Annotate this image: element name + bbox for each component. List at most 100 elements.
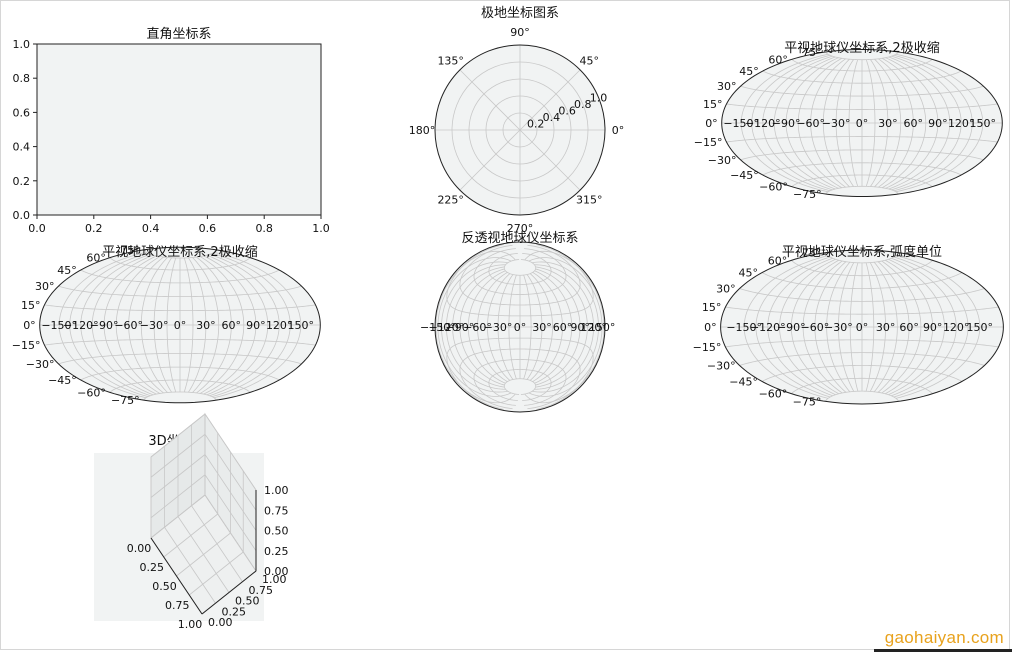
parallel-gridline bbox=[791, 174, 933, 187]
lat-tick-label: 75° bbox=[120, 244, 140, 257]
lon-tick-label: −30° bbox=[484, 321, 513, 334]
lon-tick-label: 0° bbox=[856, 117, 869, 130]
back-gridline-z bbox=[204, 413, 257, 491]
polar-axes: 极地坐标图系0°45°90°135°180°225°270°315°0.20.4… bbox=[409, 6, 625, 235]
theta-tick-label: 45° bbox=[580, 55, 600, 68]
theta-tick-label: 90° bbox=[510, 26, 530, 39]
lon-tick-label: −120° bbox=[429, 321, 465, 334]
y-tick-label: 0.2 bbox=[13, 175, 31, 188]
lat-tick-label: 15° bbox=[21, 299, 41, 312]
back-gridline-z bbox=[204, 454, 257, 531]
lon-tick-label: 0° bbox=[856, 321, 869, 334]
chart-title: 平视地球仪坐标系,2极收缩 bbox=[102, 244, 257, 260]
lat-tick-label: −75° bbox=[793, 188, 822, 201]
theta-tick-label: 270° bbox=[507, 222, 534, 235]
x-tick-label: 1.00 bbox=[178, 618, 203, 631]
map-spine bbox=[434, 241, 606, 413]
back-gridline-z bbox=[204, 434, 257, 511]
polar-spine bbox=[434, 44, 606, 216]
theta-tick-label: 225° bbox=[437, 193, 464, 206]
r-tick-label: 0.4 bbox=[543, 111, 561, 124]
x-tick-label: 0.00 bbox=[127, 542, 152, 555]
lambert-axes: 反透视地球仪坐标系−150°−120°−90°−60°−30°0°30°60°9… bbox=[420, 231, 616, 413]
lon-tick-label: −120° bbox=[750, 321, 786, 334]
theta-tick-label: 315° bbox=[576, 193, 603, 206]
lat-tick-label: −75° bbox=[111, 394, 140, 407]
parallel-gridline bbox=[143, 391, 217, 401]
lon-tick-label: −150° bbox=[723, 117, 759, 130]
lat-tick-label: 60° bbox=[768, 254, 788, 267]
hammer-axes-bottom: 平视地球仪坐标系,2极收缩−150°−120°−90°−60°−30°0°30°… bbox=[12, 244, 321, 407]
lat-tick-label: 0° bbox=[23, 319, 36, 332]
chart-title: 平视地球仪坐标系,2极收缩 bbox=[784, 40, 939, 56]
theta-tick-label: 0° bbox=[612, 124, 625, 137]
parallel-gridline bbox=[488, 253, 552, 285]
y-tick-label: 0.4 bbox=[13, 141, 31, 154]
lon-tick-label: 60° bbox=[904, 117, 924, 130]
lat-tick-label: 30° bbox=[717, 80, 737, 93]
lat-tick-label: 60° bbox=[768, 53, 788, 66]
parallel-gridline bbox=[459, 348, 581, 410]
chart-title: 极地坐标图系 bbox=[481, 6, 559, 21]
angular-gridline bbox=[459, 69, 521, 131]
parallel-gridline bbox=[740, 85, 984, 97]
lon-tick-label: −60° bbox=[801, 321, 830, 334]
map-spine bbox=[39, 246, 321, 404]
lat-tick-label: 15° bbox=[702, 301, 722, 314]
lon-tick-label: 90° bbox=[928, 117, 948, 130]
lat-tick-label: −60° bbox=[759, 181, 788, 194]
x-tick-label: 0.25 bbox=[140, 561, 165, 574]
angular-gridline bbox=[459, 129, 521, 191]
side-gridline-z bbox=[150, 433, 206, 478]
lon-tick-label: 120° bbox=[266, 319, 293, 332]
lon-tick-label: −60° bbox=[114, 319, 143, 332]
parallel-gridline bbox=[80, 366, 280, 381]
parallel-gridline bbox=[503, 259, 537, 276]
lat-tick-label: −15° bbox=[12, 339, 41, 352]
lat-tick-label: −60° bbox=[759, 388, 788, 401]
parallel-gridline bbox=[825, 390, 899, 402]
lon-tick-label: −120° bbox=[63, 319, 99, 332]
lon-tick-label: −90° bbox=[446, 321, 475, 334]
lat-tick-label: 15° bbox=[703, 98, 723, 111]
parallel-gridline bbox=[446, 243, 594, 317]
lon-tick-label: −90° bbox=[777, 321, 806, 334]
y-tick-label: 0.50 bbox=[235, 595, 260, 608]
parallel-gridline bbox=[762, 70, 962, 84]
lon-tick-label: 150° bbox=[970, 117, 997, 130]
lon-tick-label: 150° bbox=[589, 321, 616, 334]
parallel-gridline bbox=[58, 285, 302, 297]
lon-tick-label: −30° bbox=[140, 319, 169, 332]
chart-title: 平视地球仪坐标系,弧度单位 bbox=[782, 244, 942, 260]
r-tick-label: 0.6 bbox=[558, 105, 576, 118]
lon-tick-label: 30° bbox=[532, 321, 552, 334]
x-tick-label: 0.6 bbox=[199, 222, 217, 235]
z-tick-label: 0.25 bbox=[264, 545, 289, 558]
parallel-gridline bbox=[488, 369, 552, 401]
parallel-gridline bbox=[473, 248, 567, 295]
lon-tick-label: 90° bbox=[246, 319, 266, 332]
r-tick-label: 0.8 bbox=[574, 98, 592, 111]
r-tick-label: 0.2 bbox=[527, 118, 545, 131]
parallel-gridline bbox=[473, 359, 567, 406]
parallel-gridline bbox=[791, 59, 933, 72]
lat-tick-label: 30° bbox=[716, 283, 736, 296]
lon-tick-label: −150° bbox=[726, 321, 762, 334]
y-tick-label: 1.0 bbox=[13, 38, 31, 51]
lat-tick-label: −30° bbox=[707, 360, 736, 373]
lat-tick-label: −30° bbox=[26, 358, 55, 371]
lon-tick-label: 120° bbox=[948, 117, 975, 130]
lat-tick-label: −30° bbox=[708, 154, 737, 167]
lon-tick-label: −90° bbox=[772, 117, 801, 130]
y-tick-label: 0.8 bbox=[13, 72, 31, 85]
parallel-gridline bbox=[825, 51, 899, 61]
lat-tick-label: −15° bbox=[693, 341, 722, 354]
side-gridline-z bbox=[150, 454, 206, 498]
lat-tick-label: −75° bbox=[793, 395, 822, 408]
lon-tick-label: −60° bbox=[796, 117, 825, 130]
z-tick-label: 0.00 bbox=[264, 565, 289, 578]
parallel-gridline bbox=[761, 365, 963, 382]
floor-gridline-x bbox=[189, 551, 244, 596]
lon-tick-label: 0° bbox=[174, 319, 187, 332]
